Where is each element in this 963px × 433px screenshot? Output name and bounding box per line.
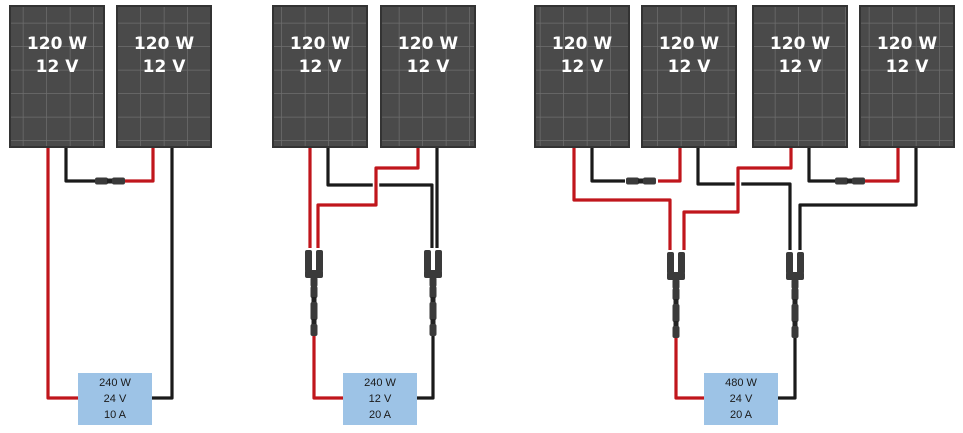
positive-wire (312, 287, 343, 400)
summary-box: 480 W 24 V 20 A (704, 373, 778, 425)
panel-power-label: 120 W (659, 34, 719, 54)
negative-wire (64, 147, 95, 183)
wire-outline (658, 147, 684, 185)
config-series-parallel-4: 120 W 12 V 120 W 12 V 120 W 12 V 120 W 1… (534, 5, 955, 425)
panel-power-label: 120 W (290, 34, 350, 54)
positive-wire (46, 147, 78, 400)
solar-panel: 120 W 12 V (752, 5, 848, 148)
summary-voltage: 24 V (730, 393, 753, 405)
wire-outline (672, 289, 704, 402)
negative-wire (152, 147, 174, 400)
panel-power-label: 120 W (134, 34, 194, 54)
positive-wire (682, 147, 793, 250)
panel-voltage-label: 12 V (668, 57, 712, 77)
solar-panel: 120 W 12 V (9, 5, 105, 148)
mc4-connector (626, 177, 656, 185)
panel-voltage-label: 12 V (779, 57, 823, 77)
negative-wire (807, 147, 835, 183)
panel-power-label: 120 W (552, 34, 612, 54)
wire-outline (805, 147, 835, 185)
wire-outline (314, 147, 422, 248)
branch-connector (305, 250, 323, 287)
wire-outline (588, 147, 625, 185)
summary-power: 240 W (99, 377, 131, 389)
solar-panel: 120 W 12 V (859, 5, 955, 148)
panel-voltage-label: 12 V (143, 57, 187, 77)
panel-voltage-label: 12 V (886, 57, 930, 77)
wire-outline (694, 147, 794, 250)
panel-voltage-label: 12 V (407, 57, 451, 77)
positive-wire (316, 147, 420, 248)
mc4-connector (672, 310, 680, 338)
wire-outline (152, 147, 176, 402)
panel-power-label: 120 W (770, 34, 830, 54)
panel-power-label: 120 W (877, 34, 937, 54)
summary-voltage: 12 V (369, 393, 392, 405)
config-parallel-2: 120 W 12 V 120 W 12 V 240 W 12 V 20 A (272, 5, 476, 425)
positive-wire (572, 147, 672, 250)
positive-wire (125, 147, 155, 183)
mc4-connector (835, 177, 865, 185)
negative-wire (326, 147, 434, 248)
solar-panel: 120 W 12 V (272, 5, 368, 148)
panel-voltage-label: 12 V (36, 57, 80, 77)
summary-box: 240 W 24 V 10 A (78, 373, 152, 425)
panel-voltage-label: 12 V (561, 57, 605, 77)
panel-voltage-label: 12 V (299, 57, 343, 77)
summary-power: 480 W (725, 377, 757, 389)
branch-connector (667, 252, 685, 289)
summary-box: 240 W 12 V 20 A (343, 373, 417, 425)
summary-current: 20 A (369, 409, 392, 421)
branch-connector (424, 250, 442, 287)
config-series-2: 120 W 12 V 120 W 12 V 240 W 24 V 10 A (9, 5, 212, 425)
summary-power: 240 W (364, 377, 396, 389)
wire-outline (125, 147, 157, 185)
wire-outline (44, 147, 78, 402)
mc4-connector (791, 310, 799, 338)
wire-outline (310, 287, 343, 402)
positive-wire (674, 289, 704, 400)
solar-panel: 120 W 12 V (534, 5, 630, 148)
wire-outline (62, 147, 95, 185)
wire-outline (865, 147, 902, 185)
panel-power-label: 120 W (27, 34, 87, 54)
mc4-connector (310, 308, 318, 336)
solar-panel: 120 W 12 V (641, 5, 737, 148)
summary-voltage: 24 V (104, 393, 127, 405)
solar-panel: 120 W 12 V (116, 5, 212, 148)
panel-power-label: 120 W (398, 34, 458, 54)
connector-layer (95, 177, 865, 338)
positive-wire (865, 147, 900, 183)
negative-wire (696, 147, 792, 250)
branch-connector (786, 252, 804, 289)
negative-wire (590, 147, 625, 183)
negative-wire (798, 147, 918, 250)
summary-current: 20 A (730, 409, 753, 421)
solar-panel: 120 W 12 V (380, 5, 476, 148)
mc4-connector (95, 177, 125, 185)
summary-current: 10 A (104, 409, 127, 421)
wiring-layer (44, 147, 920, 402)
mc4-connector (429, 308, 437, 336)
positive-wire (658, 147, 682, 183)
